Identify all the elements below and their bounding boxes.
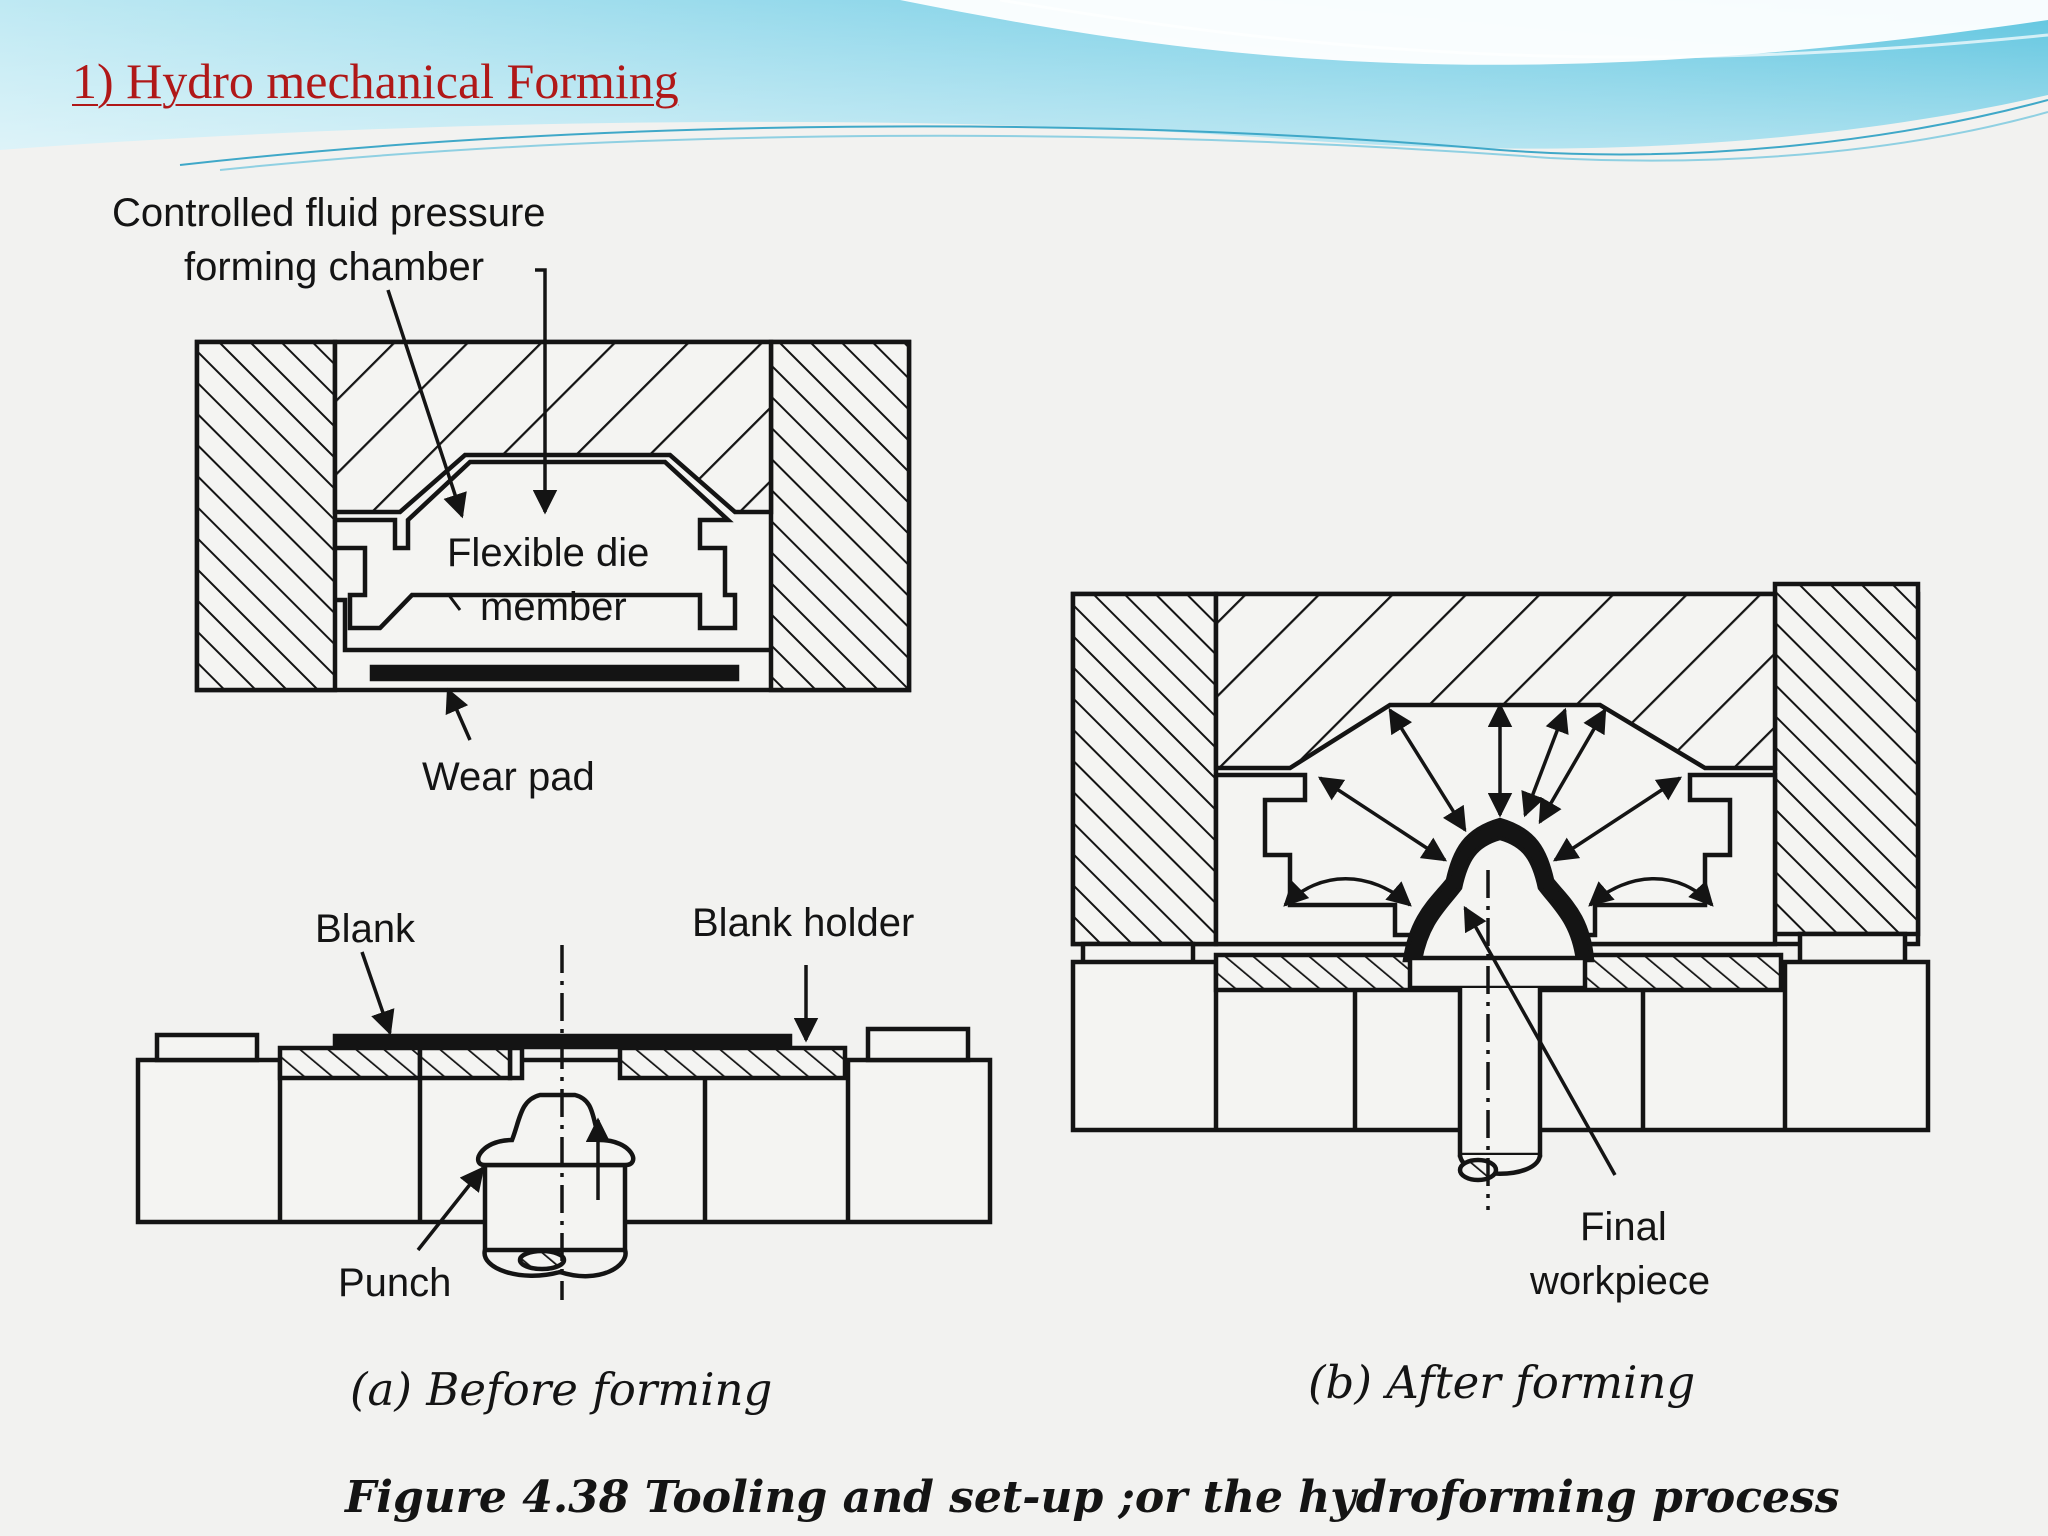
flexible-die-member	[332, 459, 738, 631]
after-chamber-block	[1213, 591, 1778, 771]
after-forming-assembly	[1070, 581, 1931, 1183]
punch-head	[475, 1092, 636, 1168]
label-final-line1: Final	[1580, 1205, 1667, 1249]
label-flexible-line2: member	[480, 585, 627, 629]
figure-caption: Figure 4.38 Tooling and set-up ;or the h…	[343, 1472, 1840, 1523]
after-left-wall	[1070, 591, 1219, 947]
left-spacer-block	[154, 1032, 260, 1063]
workpiece-leader	[1463, 905, 1617, 1176]
slide-title: 1) Hydro mechanical Forming	[72, 53, 679, 109]
fluid-chamber-block	[332, 339, 774, 515]
wear-pad	[369, 664, 740, 682]
right-spacer-block	[865, 1026, 971, 1063]
slide-header-banner: 1) Hydro mechanical Forming	[0, 0, 2048, 175]
after-punch-stem	[1457, 988, 1543, 1158]
after-right-spacer	[1797, 931, 1908, 965]
blank-holder-right	[617, 1045, 848, 1081]
label-punch: Punch	[338, 1261, 451, 1305]
subcaption-after-forming: (b) After forming	[1308, 1356, 1695, 1409]
housing-right-wall	[768, 339, 912, 693]
lower-leaders	[360, 951, 819, 1252]
before-forming-die-assembly	[194, 339, 912, 693]
fluid-pressure-arrows	[1283, 702, 1714, 907]
before-forming-leaders	[386, 268, 558, 741]
label-wear-pad: Wear pad	[422, 755, 595, 799]
blank-holder-left	[277, 1045, 423, 1081]
housing-left-wall	[194, 339, 338, 693]
punch-body	[482, 1162, 628, 1253]
banner-wave-graphic	[0, 0, 2048, 175]
before-forming-base-assembly	[135, 1026, 993, 1279]
label-flexible-line1: Flexible die	[447, 531, 649, 575]
label-blank: Blank	[315, 907, 416, 951]
label-final-line2: workpiece	[1529, 1259, 1710, 1303]
label-blank-holder: Blank holder	[692, 901, 914, 945]
label-chamber-line2: forming chamber	[184, 245, 484, 289]
after-right-wall	[1772, 581, 1921, 937]
subcaption-before-forming: (a) Before forming	[350, 1363, 772, 1416]
label-chamber-line1: Controlled fluid pressure	[112, 191, 546, 235]
